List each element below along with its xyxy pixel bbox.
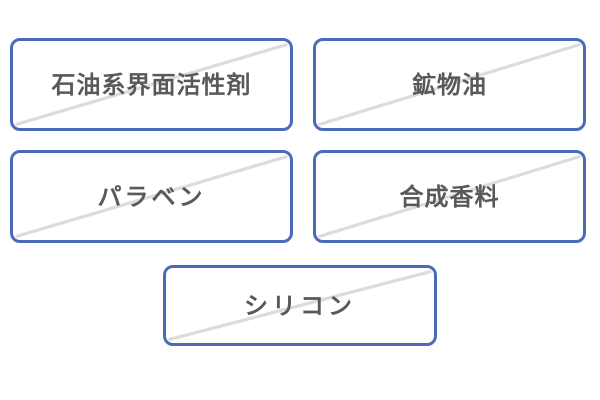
badge-label: 鉱物油 [412, 70, 487, 99]
badge-silicone: シリコン [163, 265, 437, 346]
badge-label: 合成香料 [399, 182, 500, 211]
badge-label: 石油系界面活性剤 [51, 70, 252, 99]
badge-petroleum-surfactant: 石油系界面活性剤 [10, 38, 293, 131]
badge-synthetic-fragrance: 合成香料 [313, 150, 586, 243]
badge-label: シリコン [244, 291, 356, 320]
badge-paraben: パラベン [10, 150, 293, 243]
badge-label: パラベン [97, 182, 206, 211]
badge-mineral-oil: 鉱物油 [313, 38, 586, 131]
